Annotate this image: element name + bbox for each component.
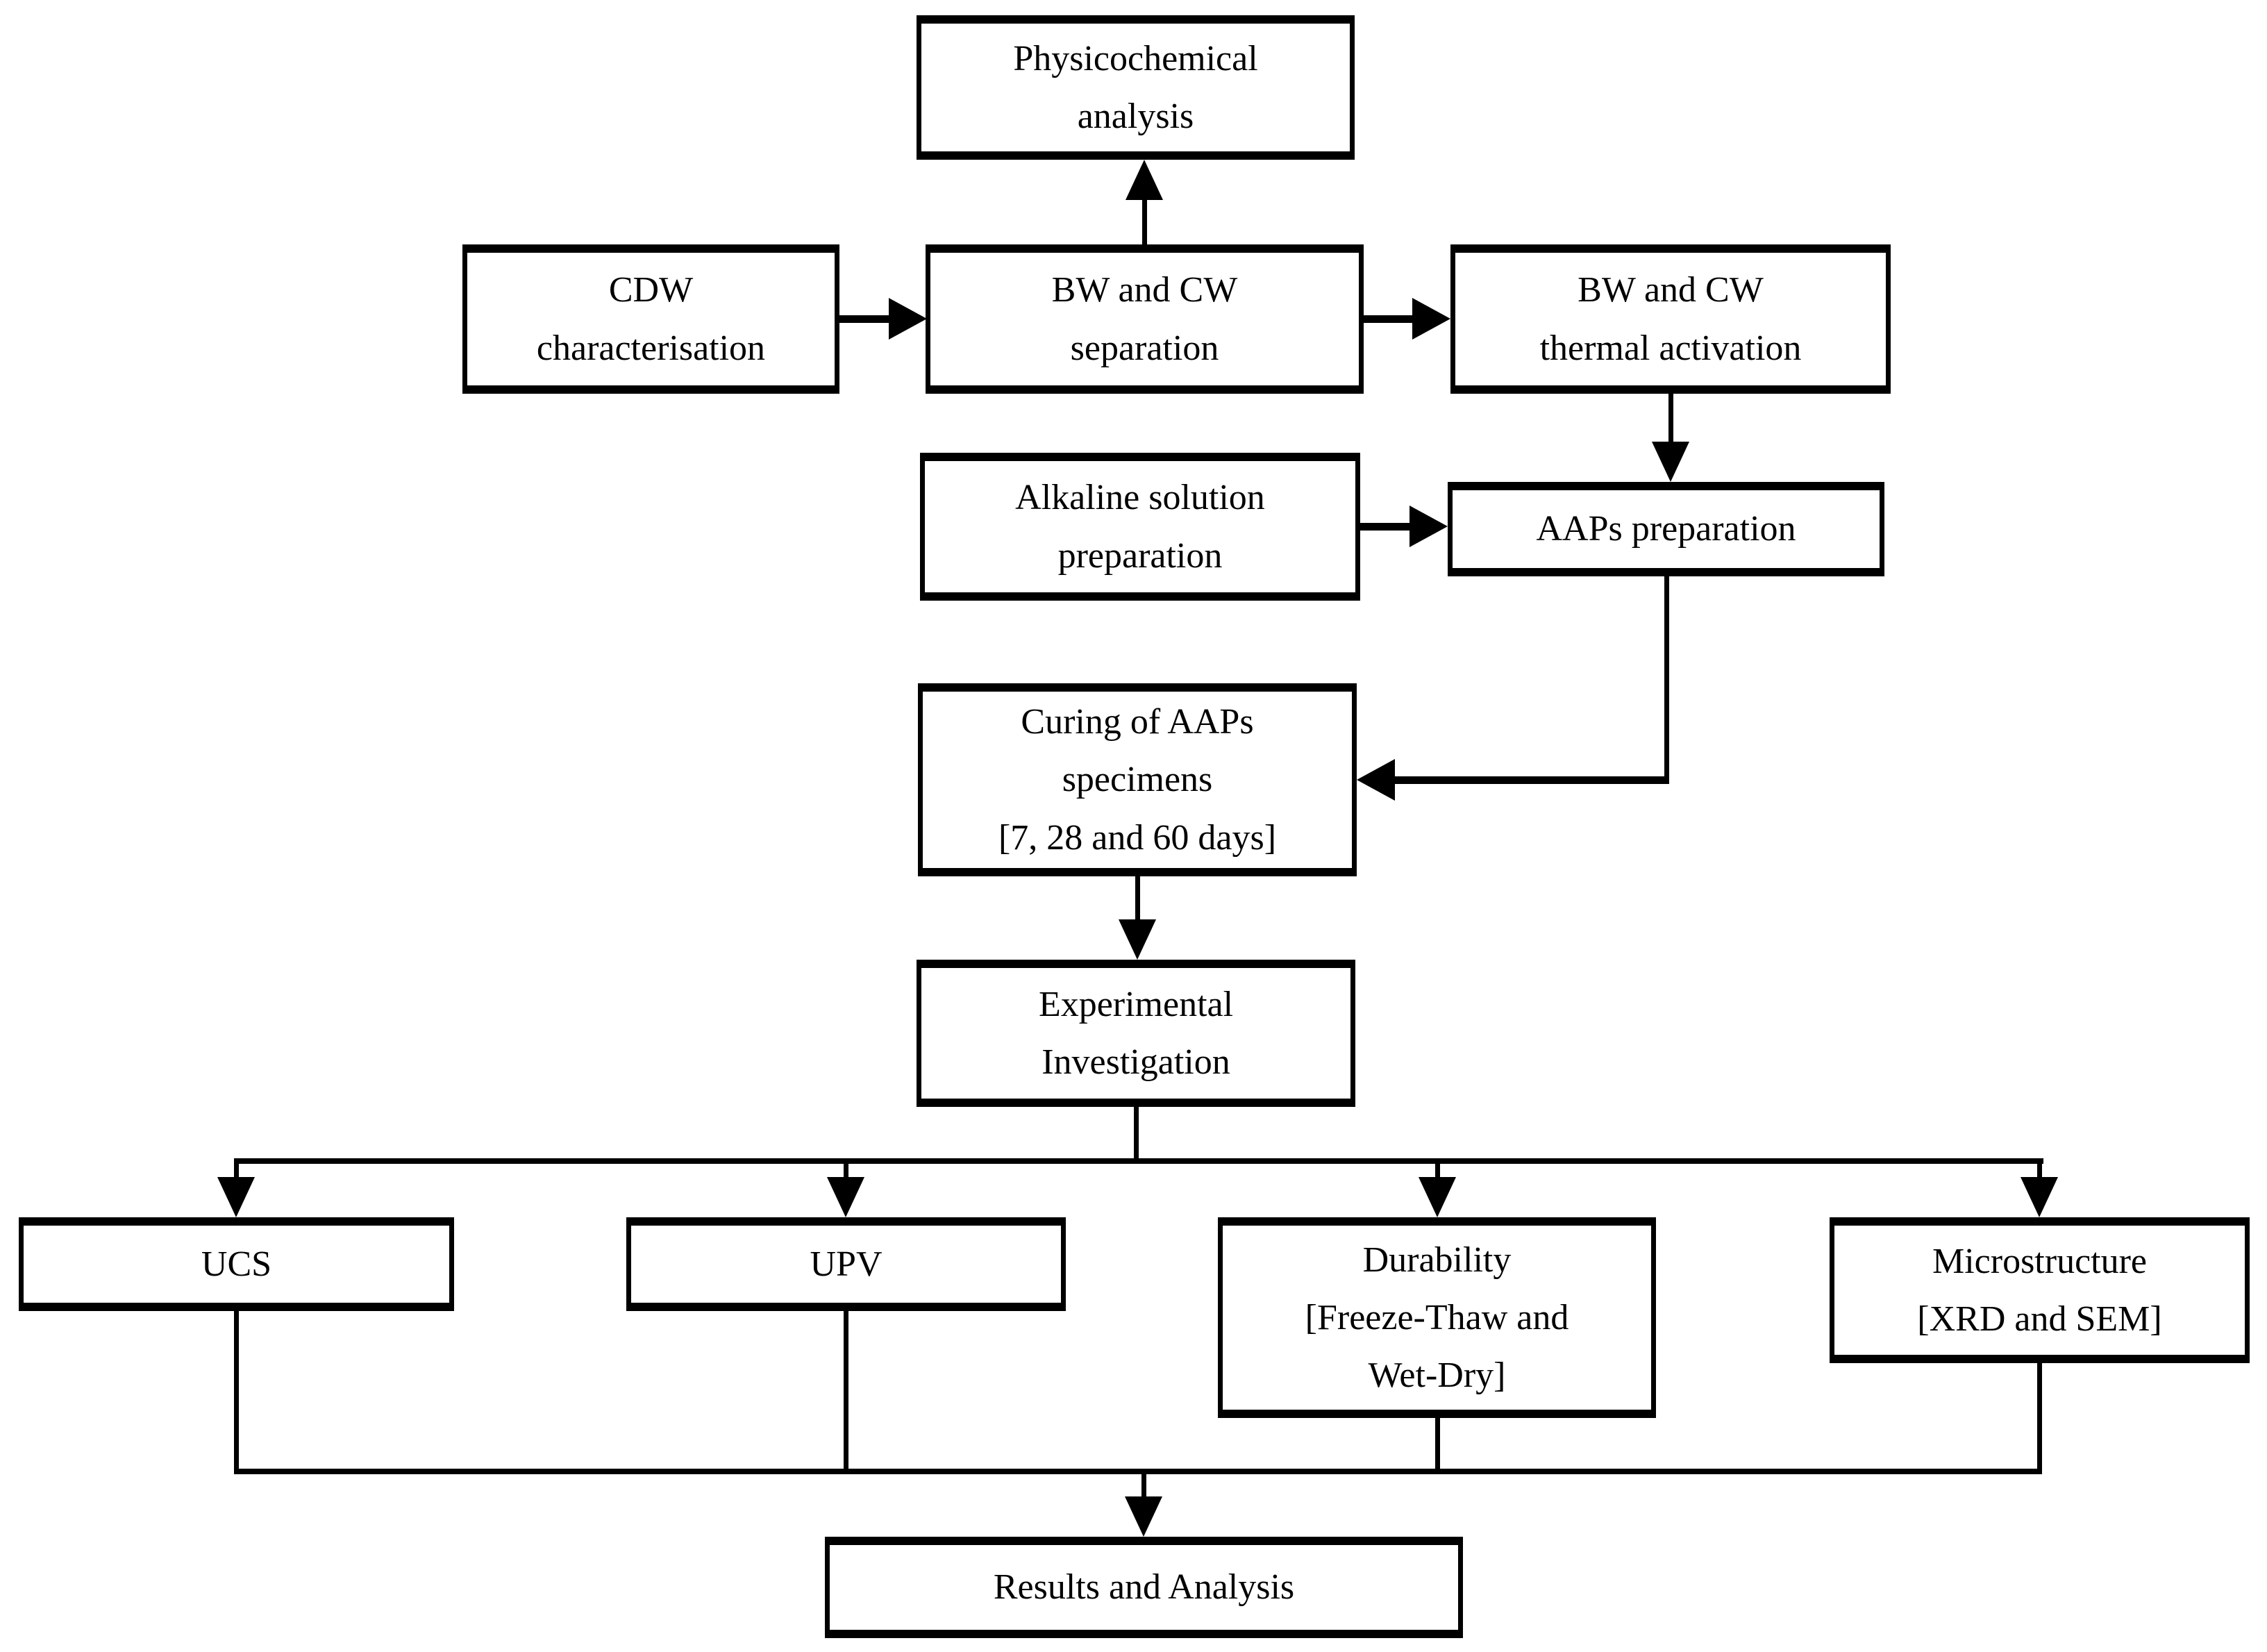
- branch-to-ucs-stem: [234, 1158, 239, 1180]
- edge-cdw-to-separation-arrowhead: [889, 298, 927, 340]
- node-bw-cw-thermal-activation: BW and CW thermal activation: [1450, 244, 1891, 394]
- edge-separation-to-physicochemical-line: [1142, 197, 1147, 244]
- node-aaps-preparation: AAPs preparation: [1448, 482, 1884, 576]
- branch-to-ucs-arrowhead: [217, 1177, 255, 1217]
- edge-thermal-to-aaps-line: [1668, 394, 1673, 444]
- merge-collector-line: [234, 1469, 2042, 1474]
- merge-from-microstructure-line: [2037, 1363, 2042, 1474]
- merge-from-durability-line: [1435, 1418, 1440, 1474]
- branch-to-microstructure-stem: [2037, 1158, 2042, 1180]
- node-bw-cw-separation: BW and CW separation: [926, 244, 1364, 394]
- edge-cdw-to-separation-shaft: [839, 315, 890, 323]
- node-curing-of-aaps-specimens: Curing of AAPs specimens [7, 28 and 60 d…: [918, 683, 1357, 876]
- node-durability: Durability [Freeze-Thaw and Wet-Dry]: [1218, 1217, 1656, 1418]
- branch-to-durability-arrowhead: [1419, 1177, 1456, 1217]
- edge-merge-to-results-line: [1141, 1474, 1146, 1499]
- edge-alkaline-to-aaps-shaft: [1360, 523, 1411, 531]
- edge-separation-to-thermal-shaft: [1364, 315, 1414, 323]
- node-physicochemical-analysis: Physicochemical analysis: [917, 15, 1355, 160]
- branch-to-microstructure-arrowhead: [2021, 1177, 2058, 1217]
- node-upv: UPV: [626, 1217, 1066, 1311]
- node-results-and-analysis: Results and Analysis: [825, 1537, 1463, 1638]
- edge-curing-to-experimental-line: [1135, 876, 1140, 921]
- edge-thermal-to-aaps-arrowhead: [1652, 442, 1689, 482]
- edge-separation-to-thermal-arrowhead: [1412, 298, 1450, 340]
- edge-separation-to-physicochemical-arrowhead: [1126, 160, 1163, 200]
- node-microstructure: Microstructure [XRD and SEM]: [1830, 1217, 2250, 1363]
- edge-curing-to-experimental-arrowhead: [1119, 919, 1156, 960]
- merge-from-ucs-line: [234, 1311, 239, 1474]
- node-cdw-characterisation: CDW characterisation: [462, 244, 839, 394]
- node-alkaline-solution-preparation: Alkaline solution preparation: [920, 453, 1360, 601]
- edge-aaps-to-curing-shaft: [1394, 776, 1669, 784]
- edge-aaps-to-curing-vertical: [1664, 576, 1669, 783]
- edge-merge-to-results-arrowhead: [1125, 1496, 1162, 1537]
- branch-to-upv-arrowhead: [827, 1177, 864, 1217]
- edge-alkaline-to-aaps-arrowhead: [1409, 506, 1448, 547]
- edge-aaps-to-curing-arrowhead: [1357, 759, 1395, 801]
- merge-from-upv-line: [844, 1311, 848, 1474]
- branch-to-upv-stem: [844, 1158, 848, 1180]
- branch-distribution-line: [234, 1158, 2043, 1164]
- branch-to-durability-stem: [1435, 1158, 1440, 1180]
- node-experimental-investigation: Experimental Investigation: [917, 960, 1355, 1107]
- node-ucs: UCS: [19, 1217, 454, 1311]
- edge-experimental-branch-stub: [1134, 1107, 1139, 1164]
